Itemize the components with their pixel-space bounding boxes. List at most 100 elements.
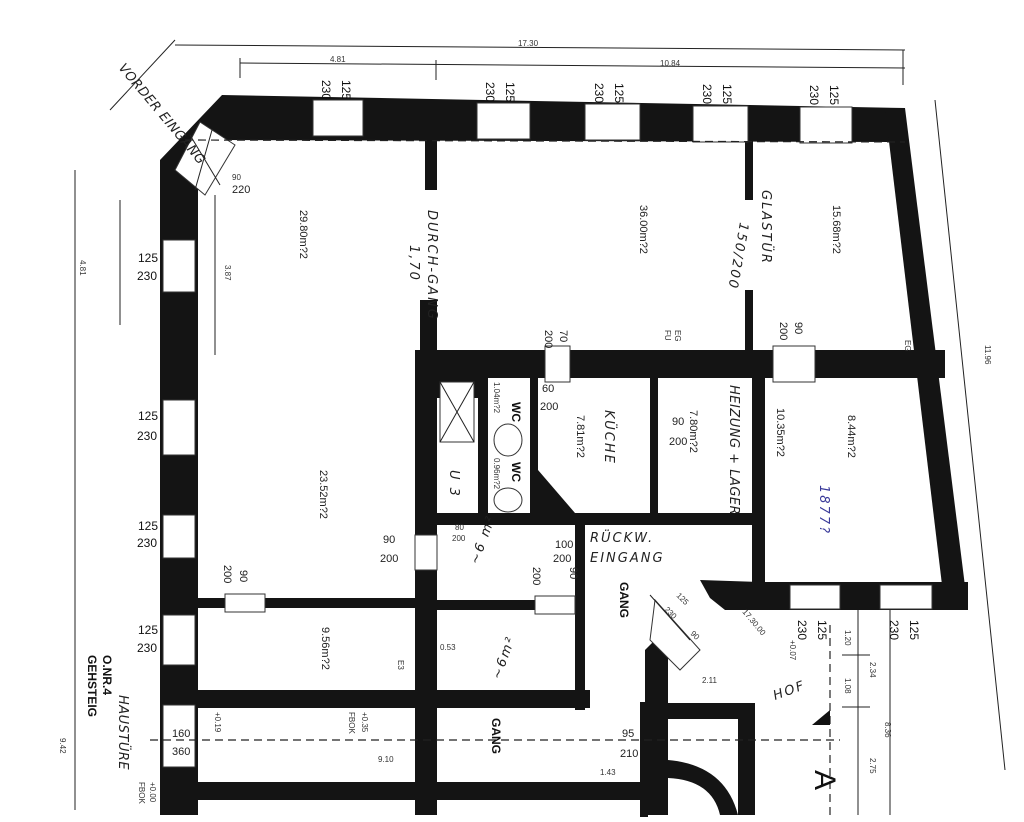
section-marker-label: A [808,770,841,790]
passage-note: DURCH-GANG [424,210,439,321]
window-width-label: 125 [339,80,353,100]
dim-inner-height: 3.87 [223,265,232,281]
room-area: 9.56m?2 [319,627,331,670]
room-area: 36.00m?2 [637,205,649,254]
window-height-label: 230 [137,641,157,655]
level-fbok: FBOK [347,712,356,734]
window-height-label: 230 [137,429,157,443]
wc-area: 0.96m?2 [492,458,501,490]
window-width-label: 125 [612,83,626,103]
door-label: 60 [542,383,554,395]
dim-right-segment: 10.84 [660,59,681,68]
level-mark: +0.07 [788,640,797,661]
window [476,102,531,140]
window-height-label: 230 [807,85,821,105]
area-estimate-note: ~6m² [490,634,520,681]
door-label: 90 [237,570,249,582]
window [692,105,749,143]
dim-left-bottom: 9.42 [58,738,67,754]
door-label: 70 [557,330,569,342]
corridor-label: GANG [617,582,631,618]
kitchen-area: 7.81m?2 [574,415,586,458]
door-opening [224,593,266,613]
window-width-label: 125 [138,623,158,637]
window-width-label: 125 [503,82,517,102]
kitchen-note: KÜCHE [601,410,618,465]
e3-label: E3 [396,660,405,670]
passage-width-note: 1,70 [406,245,421,282]
entrance-steps [174,121,236,196]
level-mark: +0.00 [148,782,157,803]
house-door [162,704,196,768]
wc-label: WC [509,402,523,422]
dim-right-side: 11.96 [983,345,992,365]
window-height-label: 230 [319,80,333,100]
dim-d2: 2.34 [868,662,877,678]
heating-note: HEIZUNG + LAGER [726,385,741,515]
window-height-label: 230 [795,620,809,640]
level-mark: +0.19 [213,712,222,733]
window [312,99,364,137]
stair-window-label: 125 [675,591,691,607]
door-opening [414,534,438,571]
door-label: 200 [221,565,233,583]
door-label: 200 [530,567,542,585]
room-area: 29.80m?2 [297,210,309,259]
heating-area: 7.80m?2 [687,410,699,453]
door-label: 95 [622,728,634,740]
window-width-label: 125 [138,519,158,533]
eg-label: EG [673,330,682,342]
door-label: 80 [455,523,464,532]
door-label: 200 [777,322,789,340]
door-label: 90 [792,322,804,334]
windows [162,99,933,768]
window-width-label: 125 [138,409,158,423]
dim-d3: 1.08 [843,678,852,694]
door-label: 200 [452,534,466,543]
door-label: 210 [620,748,638,760]
glass-door-size-note: 150/200 [724,221,751,291]
dim-d4: 8.36 [883,722,892,738]
dim-left-side: 4.81 [78,260,87,276]
window-width-label: 125 [138,251,158,265]
door-label: 200 [669,436,687,448]
year-note: 1877? [816,485,831,535]
dim-court-width: 2.11 [702,676,718,685]
window [162,614,196,666]
window [789,584,841,610]
window-width-label: 125 [827,85,841,105]
toilet [493,423,523,457]
window [584,103,641,141]
eg-label: EG [903,340,912,352]
window-height-label: 230 [592,83,606,103]
room-areas: 29.80m?2 36.00m?2 15.68m?2 23.52m?2 9.56… [297,205,912,670]
window-height-label: 230 [700,84,714,104]
dim-d1: 1.20 [843,630,852,646]
street-number-label: O.NR.4 [100,655,114,695]
door-label: 90 [672,416,684,428]
front-entrance-note: VORDER EINGANG [115,61,208,168]
door-label: 100 [555,539,573,551]
room-area: 15.68m?2 [830,205,842,254]
door-label: 90 [383,534,395,546]
level-mark: +0.35 [360,712,369,733]
door-label: 200 [553,553,571,565]
yard-note: HOF [771,678,808,704]
dim-wall-thk: 0.53 [440,643,456,652]
door-label: 200 [540,401,558,413]
window [879,584,933,610]
house-door-label: 360 [172,746,190,758]
dim-corridor-length: 9.10 [378,755,394,764]
window [162,399,196,456]
door-labels: 90 220 70 200 90 200 60 200 90 200 90 20… [172,173,804,760]
fu-label: FU [663,330,672,341]
dim-corridor-end: 1.43 [600,768,616,777]
stairs [649,598,701,671]
window [162,514,196,559]
corridor-label: GANG [489,718,503,754]
axis-lines [150,139,906,815]
window-height-label: 230 [887,620,901,640]
dim-left-segment: 4.81 [330,55,346,64]
window-height-label: 230 [483,82,497,102]
stair-level: 17.30.00 [740,608,767,638]
